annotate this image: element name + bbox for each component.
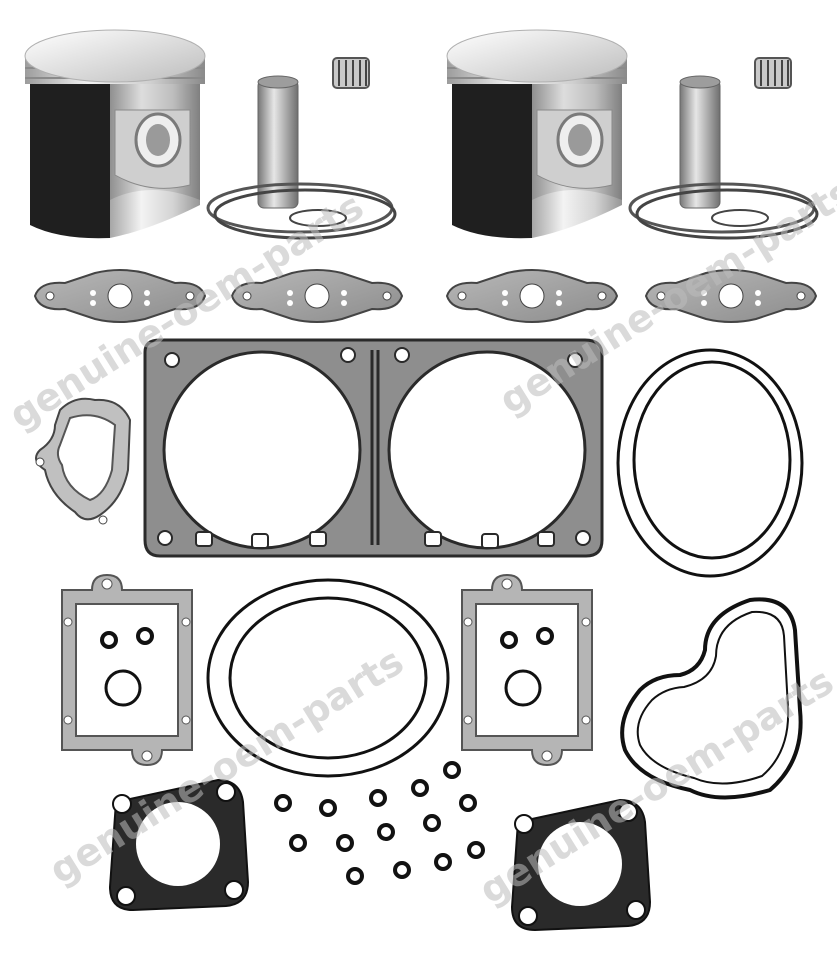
large-oring-outer-center	[206, 578, 450, 778]
manifold-gasket-3	[446, 269, 618, 323]
piston-assembly-right	[445, 28, 819, 240]
small-orings	[274, 761, 485, 885]
cylinder-base-gasket	[143, 338, 604, 558]
exhaust-valve-gasket-left	[60, 573, 194, 767]
large-oring-outer-right	[616, 348, 804, 578]
large-oring-inner-center	[228, 596, 428, 760]
intake-cover-gasket	[620, 597, 803, 800]
large-oring-inner-right	[632, 360, 792, 560]
exhaust-valve-gasket-right	[460, 573, 594, 767]
